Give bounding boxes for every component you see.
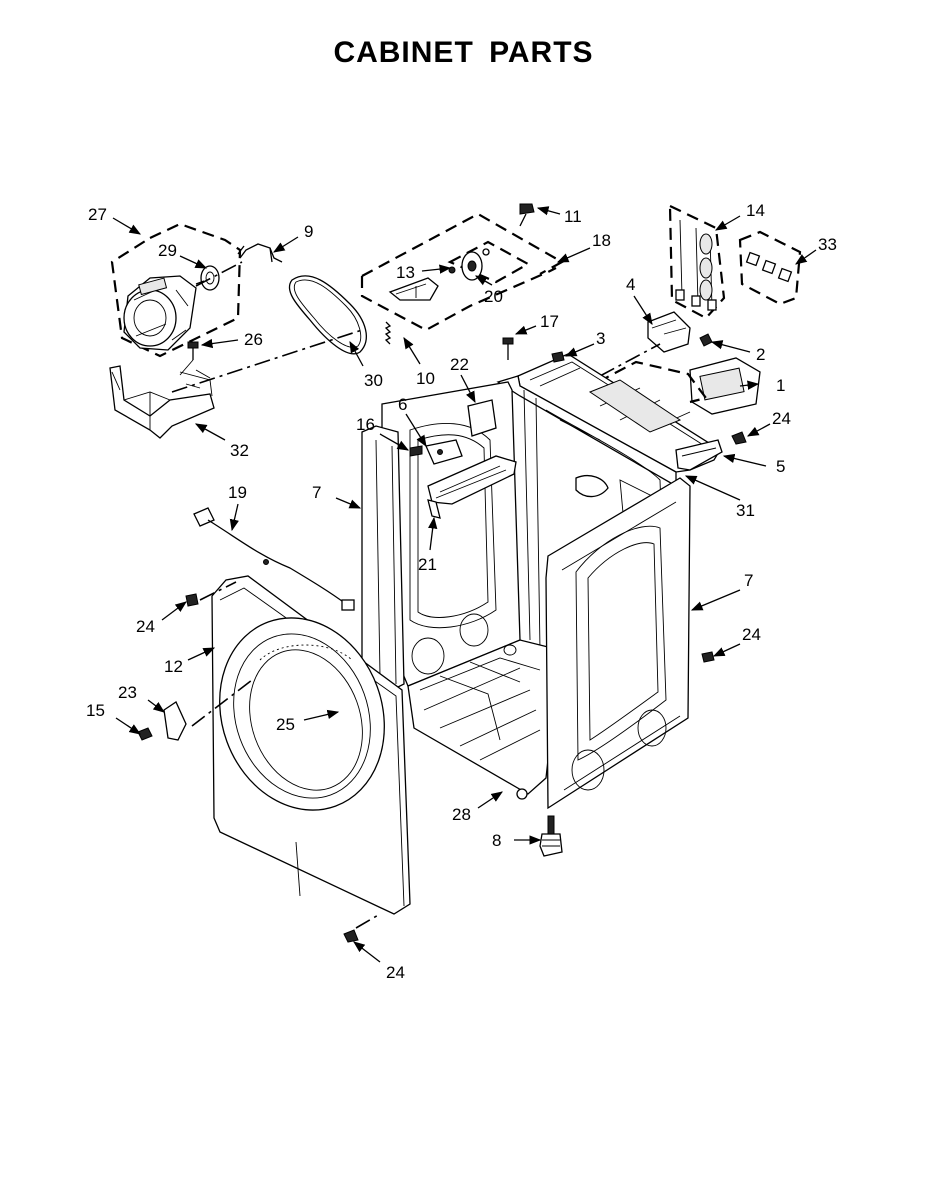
callout-9: 9	[304, 222, 313, 241]
callout-14: 14	[746, 201, 765, 220]
idler-assembly	[360, 203, 565, 360]
callout-22: 22	[450, 355, 469, 374]
callout-32: 32	[230, 441, 249, 460]
callout-leaders	[112, 206, 817, 963]
callout-4: 4	[626, 275, 635, 294]
top-bracket-assembly	[597, 204, 802, 415]
callout-24-bottom: 24	[386, 963, 405, 982]
callout-12: 12	[164, 657, 183, 676]
callout-15: 15	[86, 701, 105, 720]
callout-13: 13	[396, 263, 415, 282]
callout-30: 30	[364, 371, 383, 390]
callout-19: 19	[228, 483, 247, 502]
callout-21: 21	[418, 555, 437, 574]
callout-29: 29	[158, 241, 177, 260]
callout-27: 27	[88, 205, 107, 224]
callout-16: 16	[356, 415, 375, 434]
callout-33: 33	[818, 235, 837, 254]
callout-20: 20	[484, 287, 503, 306]
cabinet-body	[361, 351, 747, 857]
callout-8: 8	[492, 831, 501, 850]
callout-31: 31	[736, 501, 755, 520]
callout-24-left: 24	[136, 617, 155, 636]
callout-17: 17	[540, 312, 559, 331]
callout-7-right: 7	[744, 571, 753, 590]
callout-24-top-right: 24	[772, 409, 791, 428]
front-panel-assembly	[137, 507, 411, 943]
callout-11: 11	[564, 207, 582, 226]
motor-assembly	[109, 222, 367, 439]
callout-3: 3	[596, 329, 605, 348]
callout-10: 10	[416, 369, 435, 388]
callout-1: 1	[776, 376, 785, 395]
callout-28: 28	[452, 805, 471, 824]
callout-7-left: 7	[312, 483, 321, 502]
callout-26: 26	[244, 330, 263, 349]
callout-6: 6	[398, 395, 407, 414]
callout-18: 18	[592, 231, 611, 250]
callout-24-right: 24	[742, 625, 761, 644]
callout-2: 2	[756, 345, 765, 364]
callout-5: 5	[776, 457, 785, 476]
callout-labels: 27 29 9 26 32 30 10 11 18 13 20 17 14 33…	[86, 201, 837, 982]
page-title: CABINET PARTS	[333, 36, 594, 69]
callout-25: 25	[276, 715, 295, 734]
callout-23: 23	[118, 683, 137, 702]
